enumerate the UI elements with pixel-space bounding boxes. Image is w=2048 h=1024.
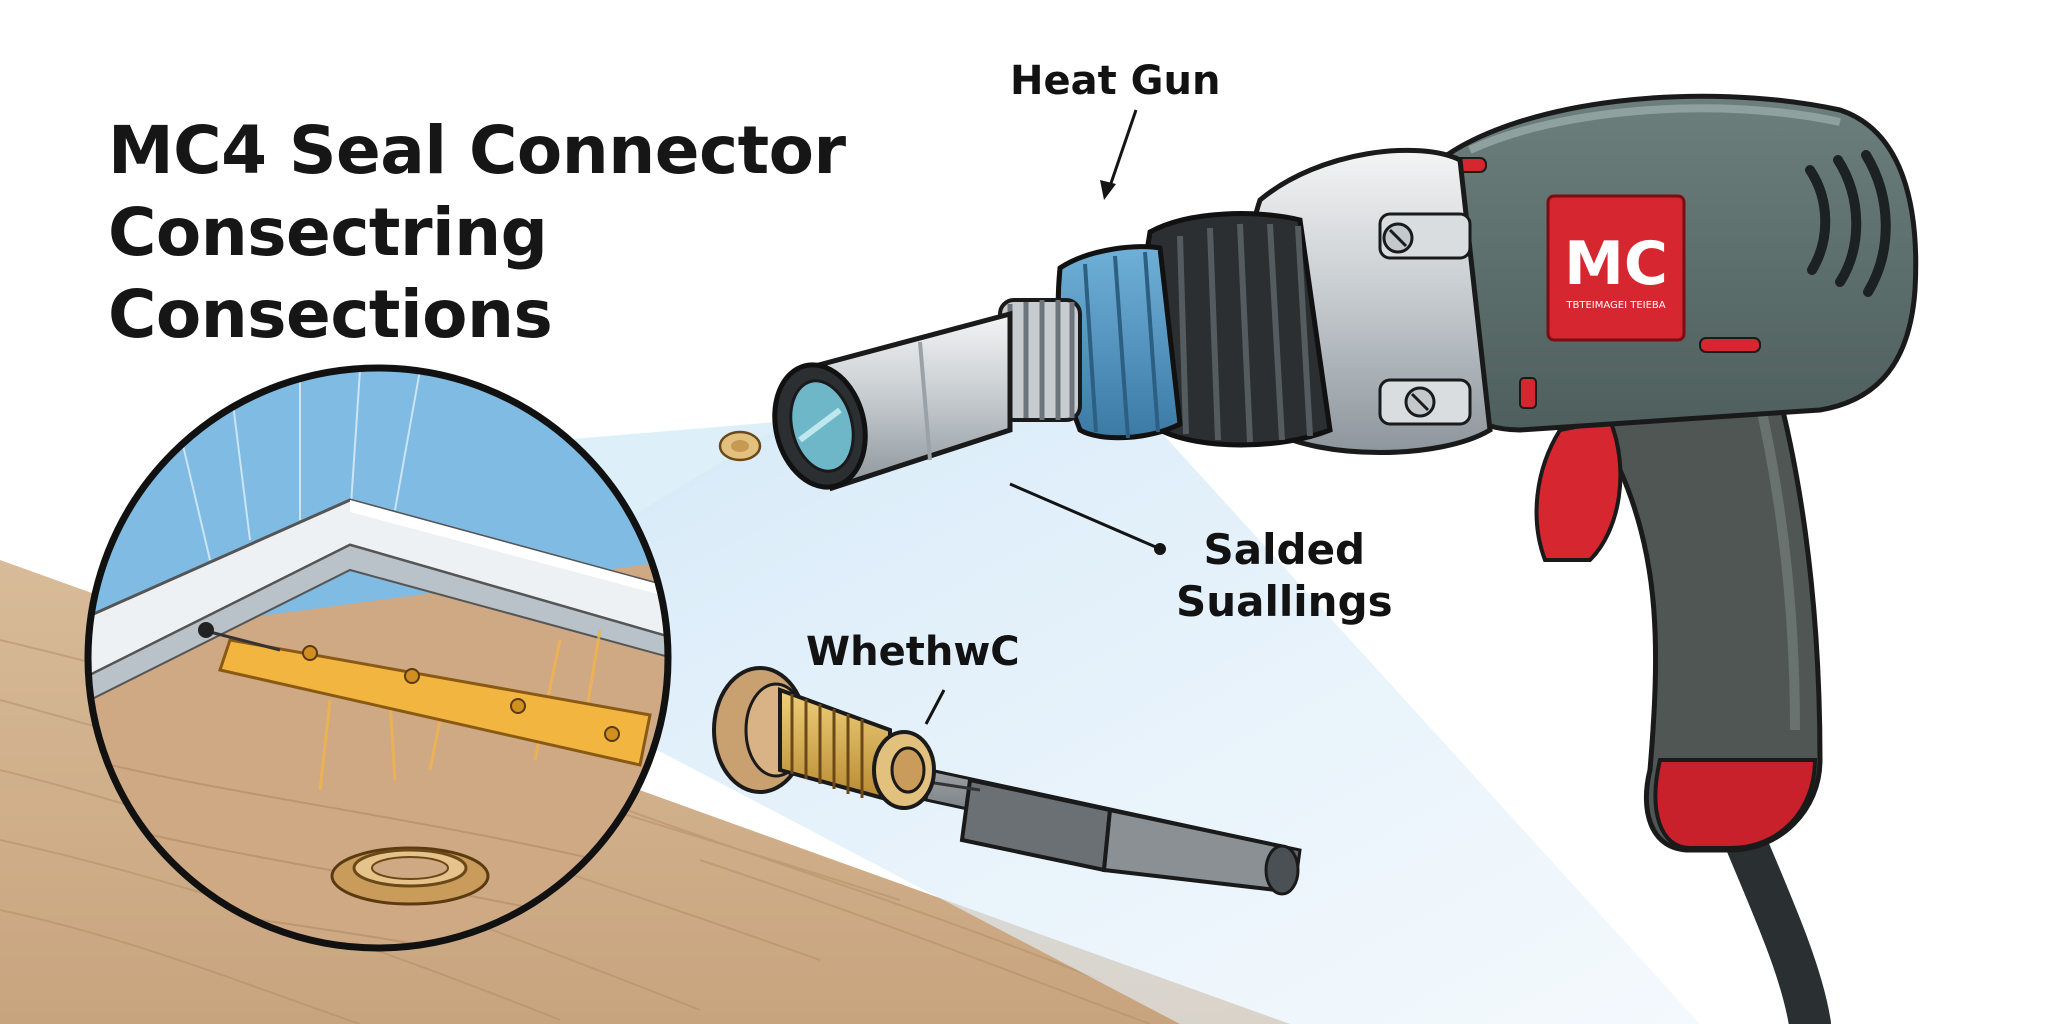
title-line-3: Consections <box>108 274 846 356</box>
arrowhead-heat-gun <box>1100 180 1116 200</box>
page-title: MC4 Seal Connector Consectring Consectio… <box>108 110 846 356</box>
callout-salded-line-2: Suallings <box>1176 576 1393 628</box>
title-line-2: Consectring <box>108 192 846 274</box>
washer-icon <box>720 432 760 460</box>
badge-subtext: TBTEIMAGEI TEIEBA <box>1565 300 1665 311</box>
callout-heat-gun-text: Heat Gun <box>1010 55 1220 107</box>
callout-whethwc-text: WhethwC <box>806 626 1020 678</box>
callout-whethwc: WhethwC <box>806 626 1020 678</box>
callout-salded-suallings: Salded Suallings <box>1176 524 1393 628</box>
mc-badge: MC TBTEIMAGEI TEIEBA <box>1548 196 1684 340</box>
leader-heat-gun <box>1108 110 1136 192</box>
callout-heat-gun: Heat Gun <box>1010 55 1220 107</box>
title-line-1: MC4 Seal Connector <box>108 110 846 192</box>
callout-salded-line-1: Salded <box>1176 524 1393 576</box>
badge-logo: MC <box>1564 229 1668 299</box>
